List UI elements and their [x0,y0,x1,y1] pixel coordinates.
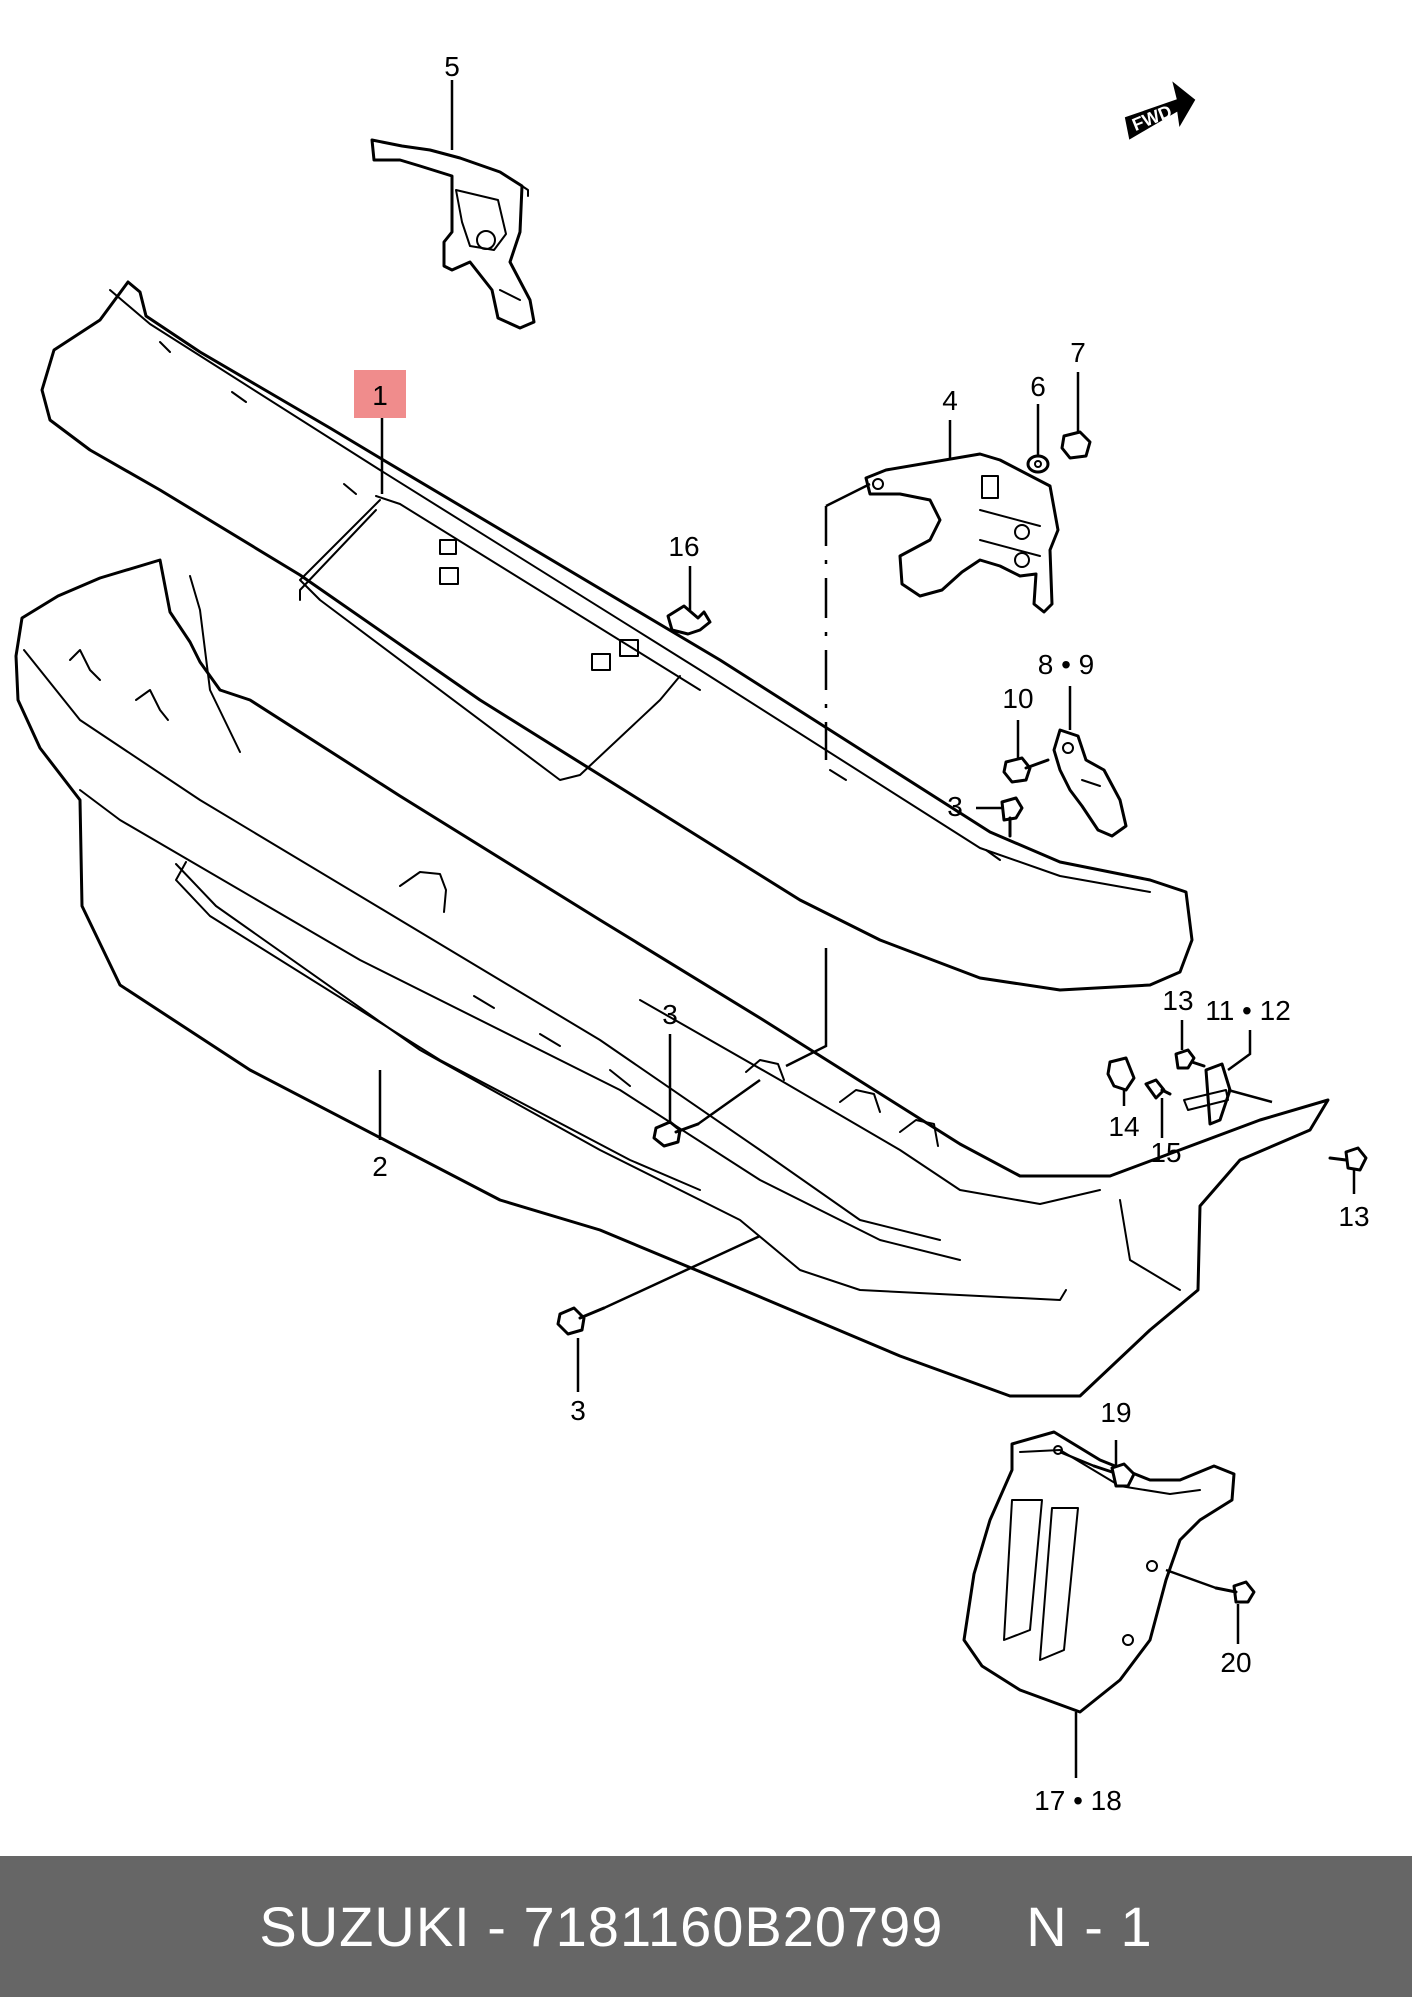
callout-2[interactable]: 2 [372,1151,388,1182]
callout-16[interactable]: 16 [668,531,699,562]
fwd-arrow-icon: FWD [1124,81,1196,140]
footer-bar: SUZUKI - 7181160B20799 N - 1 [0,1856,1412,1997]
callout-14[interactable]: 14 [1108,1111,1139,1142]
callout-10[interactable]: 10 [1002,683,1033,714]
fastener-part-15-screw[interactable] [1144,1078,1172,1100]
callout-8-9[interactable]: 8 • 9 [1038,649,1095,680]
callout-11-12[interactable]: 11 • 12 [1205,995,1291,1026]
small-bracket-part-8-9[interactable] [1052,728,1128,838]
bumper-reinforcement-part-1[interactable] [40,280,1194,992]
fwd-label: FWD [1129,101,1174,135]
fastener-part-20-bolt[interactable] [1214,1580,1256,1604]
fastener-part-10-bolt[interactable] [1002,756,1050,784]
callout-13-b[interactable]: 13 [1338,1201,1369,1232]
callout-6[interactable]: 6 [1030,371,1046,402]
callout-labels: 1 2 3 3 3 4 5 6 7 8 • 9 10 11 • 12 13 13… [354,51,1370,1816]
callout-4[interactable]: 4 [942,385,958,416]
fastener-part-16-clip[interactable] [666,604,712,636]
callout-17-18[interactable]: 17 • 18 [1034,1785,1122,1816]
callout-15[interactable]: 15 [1150,1137,1181,1168]
fastener-part-19-bolt[interactable] [1092,1462,1136,1488]
side-bracket-part-4[interactable] [864,452,1060,614]
fastener-part-13-screw-b[interactable] [1328,1146,1368,1172]
footer-separator: - [470,1895,524,1958]
callout-3-b[interactable]: 3 [662,999,678,1030]
footer-page: N - 1 [1026,1895,1153,1958]
callout-1-highlight [354,370,406,418]
callout-5[interactable]: 5 [444,51,460,82]
callout-7[interactable]: 7 [1070,337,1086,368]
callout-13-a[interactable]: 13 [1162,985,1193,1016]
callout-1[interactable]: 1 [372,380,388,411]
callout-3-a[interactable]: 3 [947,791,963,822]
fastener-part-3-bolt-a[interactable] [1000,796,1024,838]
fastener-part-7-nut[interactable] [1060,430,1092,460]
footer-brand: SUZUKI [259,1895,471,1958]
callout-3-c[interactable]: 3 [570,1395,586,1426]
fastener-part-14-clip[interactable] [1106,1056,1136,1092]
bracket-part-5[interactable] [370,138,536,330]
fastener-part-6-washer[interactable] [1026,454,1050,474]
footer-part-number: 7181160B20799 [523,1895,944,1958]
fastener-part-11-12-retainer[interactable] [1183,1062,1232,1126]
mud-flap-part-17-18[interactable] [962,1430,1236,1714]
fastener-part-13-screw-a[interactable] [1174,1048,1206,1070]
callout-20[interactable]: 20 [1220,1647,1251,1678]
fastener-part-3-bolt-c[interactable] [556,1306,606,1336]
leader-lines [378,80,1356,1778]
footer-gap [943,1894,1026,1959]
bumper-cover-part-2[interactable] [14,558,1330,1398]
callout-19[interactable]: 19 [1100,1397,1131,1428]
parts-diagram: FWD 1 2 3 3 3 4 5 6 7 8 • 9 10 11 • 12 1… [14,51,1370,1816]
